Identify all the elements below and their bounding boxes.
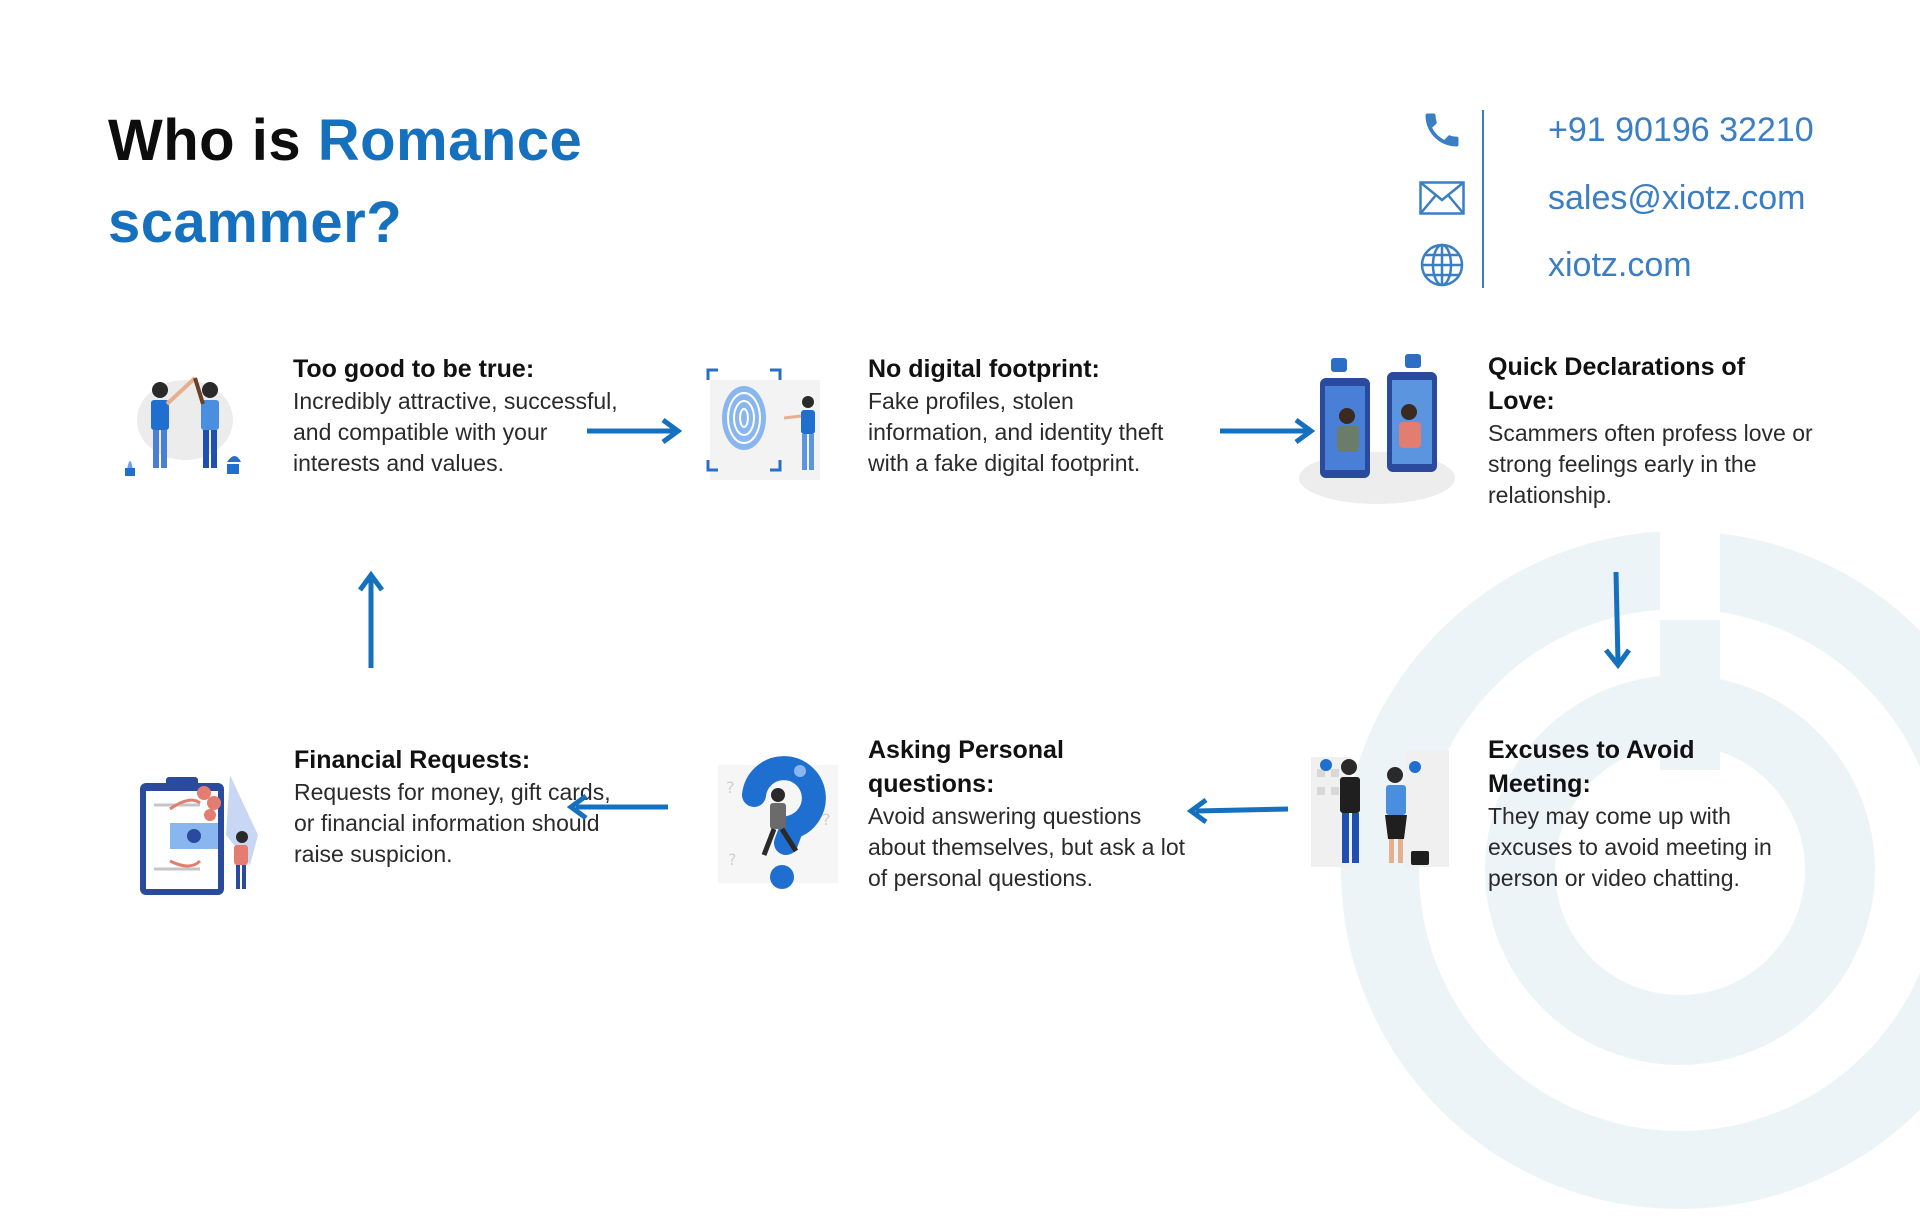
fingerprint-illustration: [706, 368, 820, 480]
card-personal-questions: Asking Personal questions: Avoid answeri…: [868, 733, 1198, 894]
envelope-icon: [1418, 174, 1466, 222]
card-quick-love: Quick Declarations of Love: Scammers oft…: [1488, 350, 1818, 511]
card-excuses: Excuses to Avoid Meeting: They may come …: [1488, 733, 1818, 894]
card-no-footprint: No digital footprint: Fake profiles, sto…: [868, 352, 1198, 479]
card-title: Excuses to Avoid Meeting:: [1488, 736, 1695, 798]
card-description: Scammers often profess love or strong fe…: [1488, 420, 1813, 508]
svg-text:?: ?: [728, 850, 737, 869]
two-people-illustration: [125, 376, 241, 476]
card-title: Too good to be true:: [293, 355, 535, 383]
card-description: Incredibly attractive, successful, and c…: [293, 388, 618, 476]
contact-divider: [1482, 110, 1484, 288]
email-address: sales@xiotz.com: [1548, 178, 1806, 217]
card-description: Avoid answering questions about themselv…: [868, 803, 1186, 891]
phone-number: +91 90196 32210: [1548, 110, 1814, 149]
card-description: They may come up with excuses to avoid m…: [1488, 803, 1772, 891]
contact-website[interactable]: xiotz.com: [1418, 238, 1692, 292]
arrow-right-icon: [587, 417, 683, 445]
arrow-right-icon: [1220, 417, 1316, 445]
meeting-people-illustration: [1311, 751, 1449, 867]
clipboard-money-illustration: [140, 775, 258, 895]
card-too-good: Too good to be true: Incredibly attracti…: [293, 352, 623, 479]
contact-phone[interactable]: +91 90196 32210: [1418, 103, 1814, 157]
card-title: Asking Personal questions:: [868, 736, 1064, 798]
contact-email[interactable]: sales@xiotz.com: [1418, 171, 1805, 225]
phone-chat-illustration: [1299, 354, 1455, 504]
card-title: Financial Requests:: [294, 746, 531, 774]
title-part1: Who is: [108, 108, 318, 173]
phone-icon: [1418, 106, 1466, 154]
question-mark-illustration: ? ? ?: [718, 756, 838, 889]
page-title: Who is Romance scammer?: [108, 100, 708, 264]
arrow-left-icon: [566, 793, 668, 821]
arrow-up-icon: [357, 570, 385, 668]
svg-text:?: ?: [822, 810, 831, 829]
card-title: Quick Declarations of Love:: [1488, 353, 1746, 415]
card-financial-requests: Financial Requests: Requests for money, …: [294, 743, 624, 870]
arrow-down-icon: [1604, 571, 1632, 670]
arrow-left-icon: [1186, 797, 1289, 825]
website-url: xiotz.com: [1548, 245, 1692, 284]
title-part2: Romance scammer?: [108, 108, 583, 255]
card-description: Requests for money, gift cards, or finan…: [294, 779, 611, 867]
card-title: No digital footprint:: [868, 355, 1100, 383]
card-description: Fake profiles, stolen information, and i…: [868, 388, 1164, 476]
globe-icon: [1418, 241, 1466, 289]
svg-text:?: ?: [726, 778, 735, 797]
